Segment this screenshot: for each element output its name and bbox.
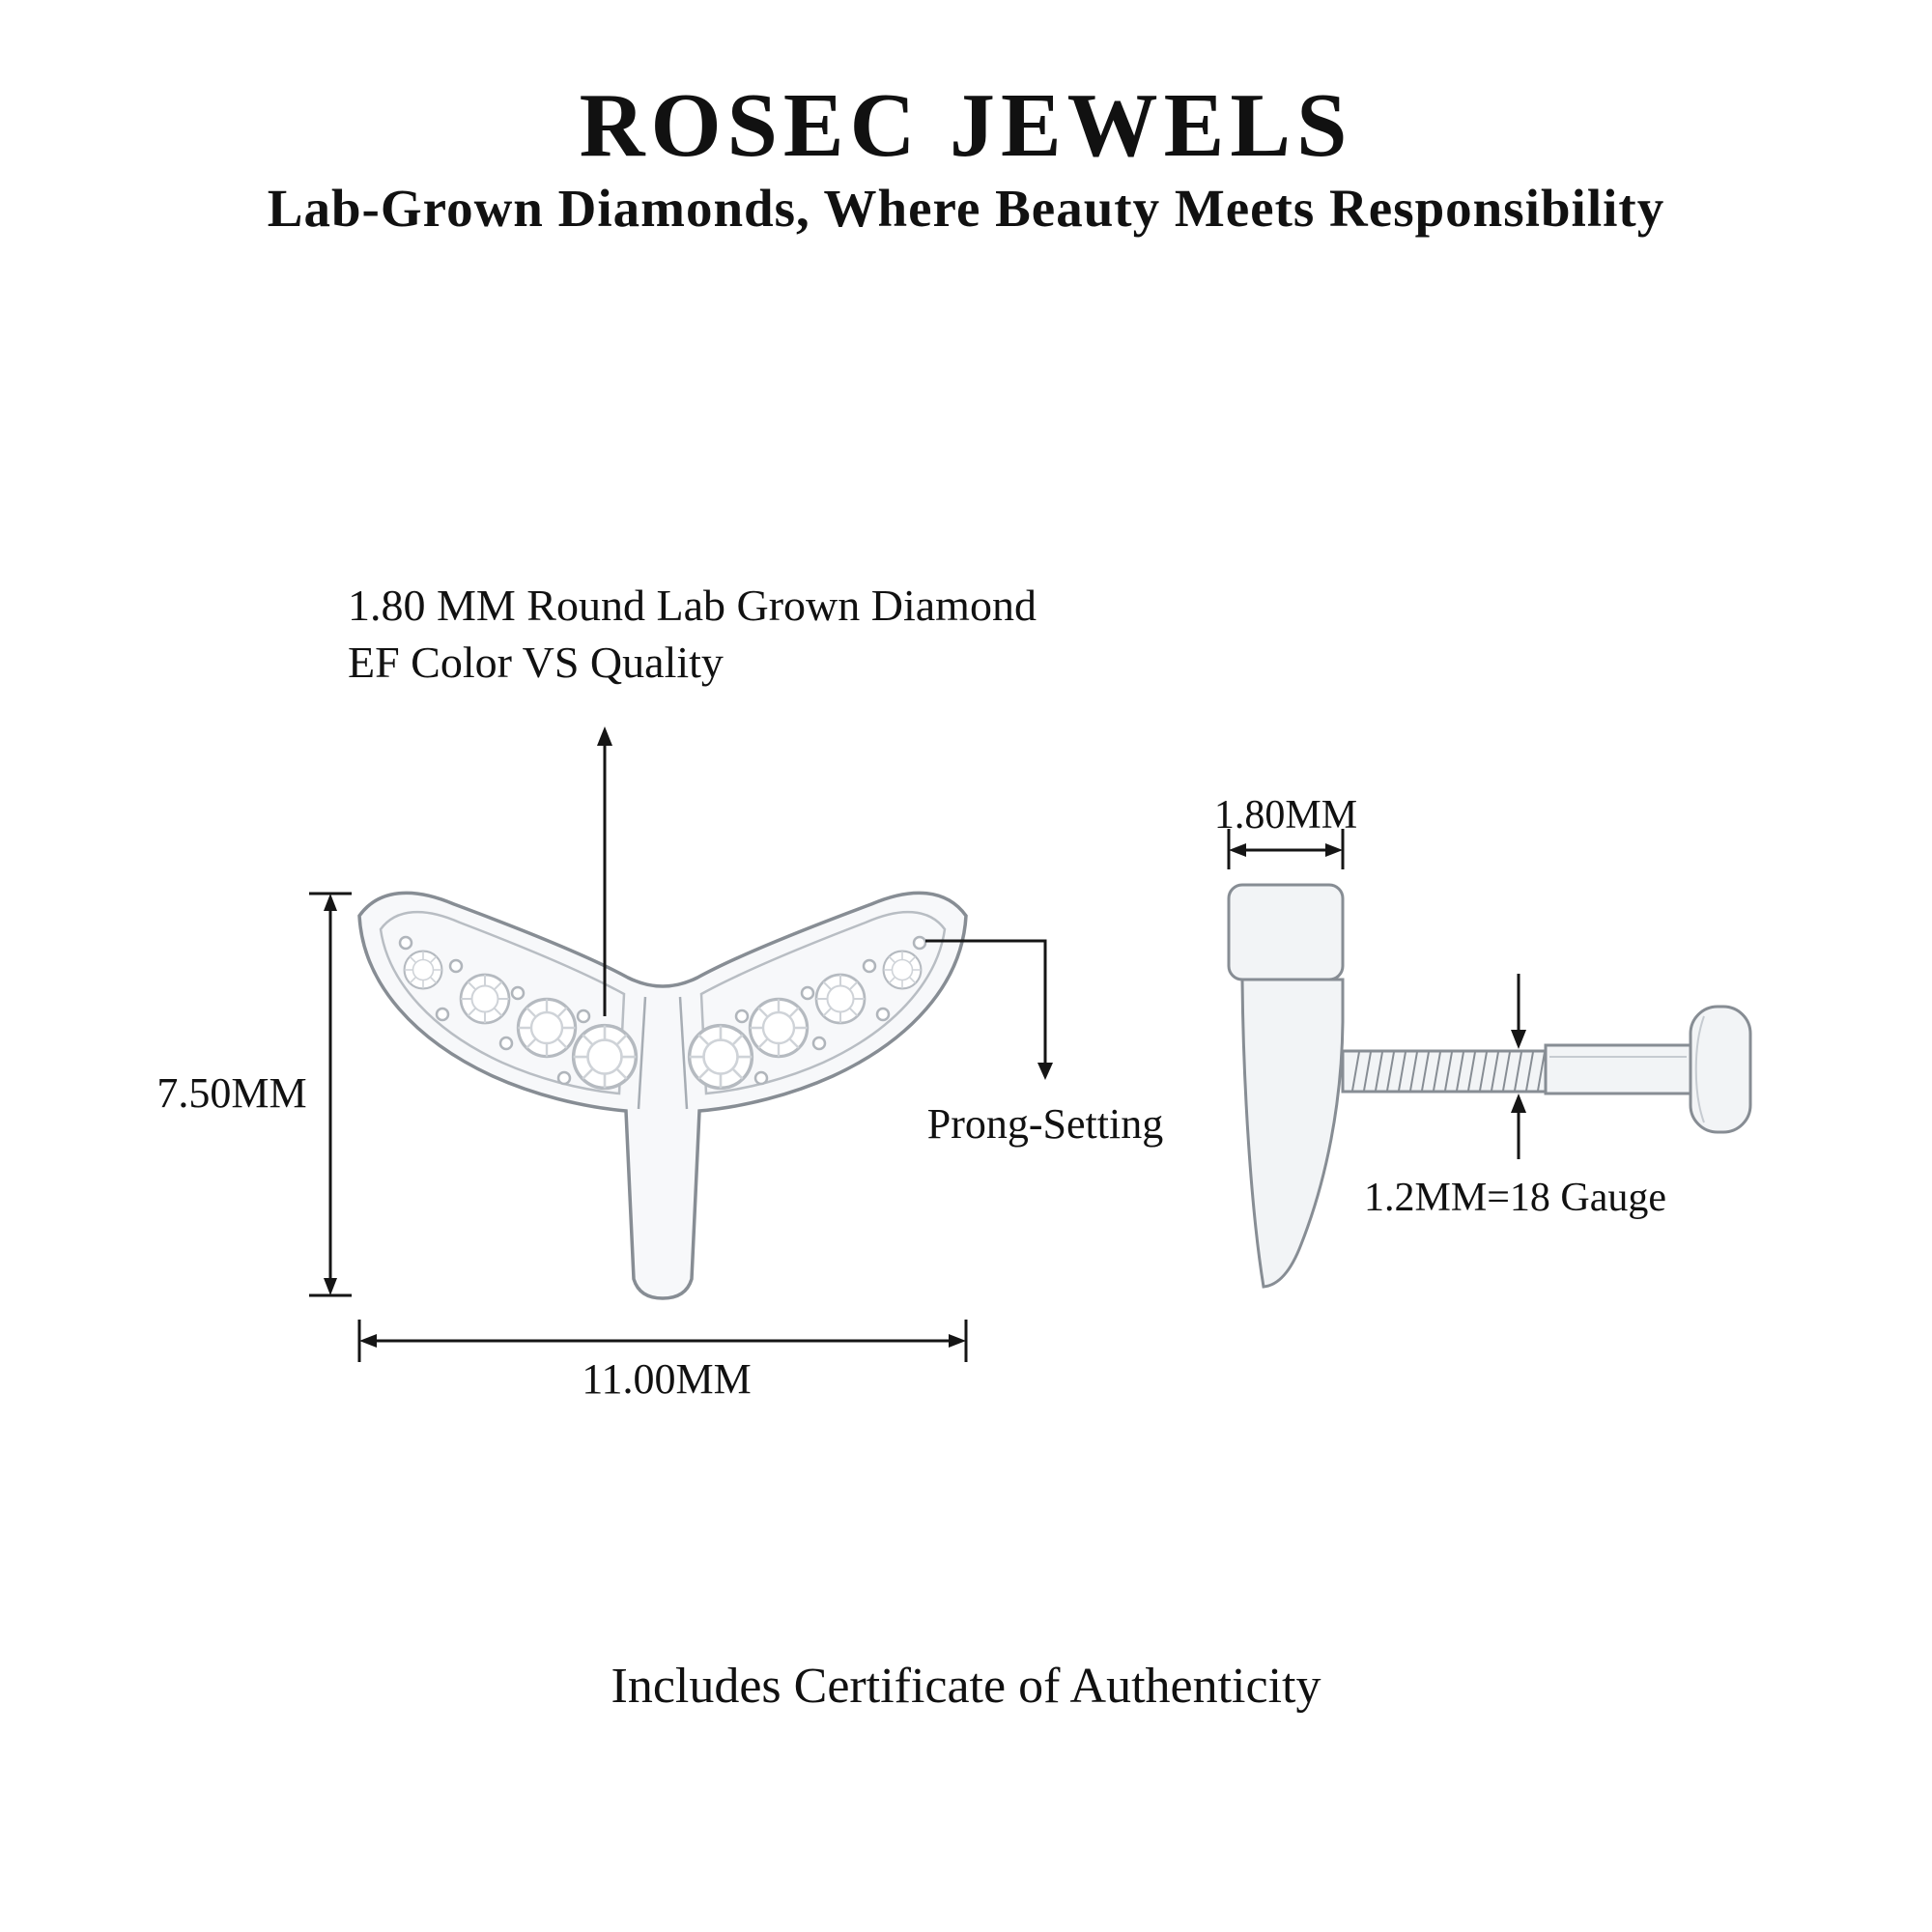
brand-title: ROSEC JEWELS <box>579 75 1353 176</box>
whale-tail-outline <box>357 891 968 1300</box>
tail-center-bar <box>637 996 689 1110</box>
thread-grooves <box>1351 1051 1546 1092</box>
dimension-width <box>357 1320 968 1362</box>
left-fluke-rim <box>379 910 626 1095</box>
right-fluke-rim <box>699 910 947 1095</box>
side-blade <box>1240 978 1345 1289</box>
prong-setting-label: Prong-Setting <box>926 1100 1164 1148</box>
side-view-illustration <box>1227 883 1752 1289</box>
dimension-post-width <box>1227 829 1345 869</box>
post-gauge-dimension-label: 1.2MM=18 Gauge <box>1364 1176 1666 1220</box>
diamond-annotation: 1.80 MM Round Lab Grown Diamond EF Color… <box>348 578 1037 692</box>
dimension-gauge <box>1511 974 1526 1159</box>
certificate-note: Includes Certificate of Authenticity <box>611 1659 1321 1714</box>
brand-tagline: Lab-Grown Diamonds, Where Beauty Meets R… <box>267 179 1665 238</box>
prong-annotation-arrow <box>925 939 1053 1080</box>
side-fluke-slab <box>1227 883 1345 981</box>
diamond-annotation-arrow <box>597 726 612 1016</box>
prong-beads <box>398 935 927 1086</box>
width-dimension-label: 11.00MM <box>582 1355 752 1403</box>
height-dimension-label: 7.50MM <box>156 1069 307 1117</box>
front-view-illustration <box>357 891 968 1300</box>
flat-back-disc <box>1689 1005 1752 1134</box>
smooth-post <box>1544 1043 1692 1095</box>
post-width-dimension-label: 1.80MM <box>1213 793 1358 838</box>
dimension-height <box>309 892 352 1297</box>
diamond-annotation-line1: 1.80 MM Round Lab Grown Diamond <box>348 581 1037 630</box>
diamond-annotation-line2: EF Color VS Quality <box>348 637 724 687</box>
disc-inner-curve <box>1694 1015 1705 1123</box>
